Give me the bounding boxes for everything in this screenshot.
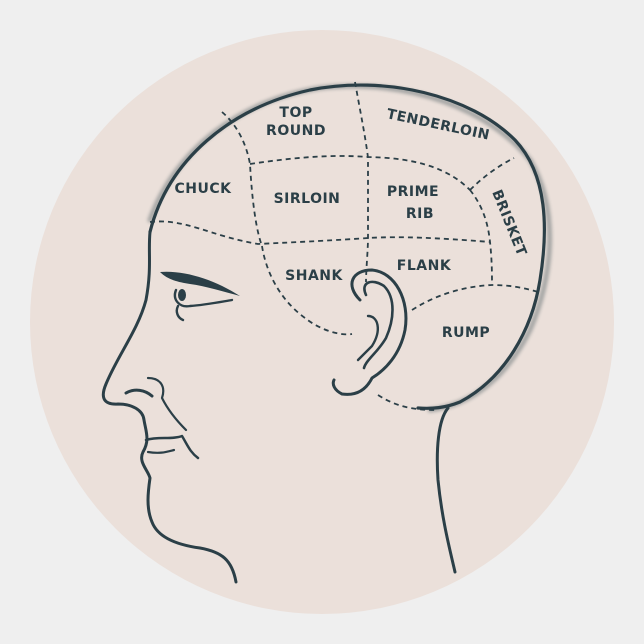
face-profile — [101, 230, 238, 584]
neck — [435, 406, 457, 574]
label-prime-rib-1: PRIME — [387, 184, 439, 200]
label-shank: SHANK — [285, 268, 343, 284]
label-flank: FLANK — [397, 258, 452, 274]
label-prime-rib-2: RIB — [406, 206, 434, 222]
label-top-round-1: TOP — [279, 105, 312, 121]
label-chuck: CHUCK — [175, 181, 233, 197]
label-rump: RUMP — [442, 325, 490, 341]
label-sirloin: SIRLOIN — [274, 191, 341, 207]
sticker-circle — [30, 30, 614, 614]
label-top-round-2: ROUND — [266, 123, 326, 139]
skull-outline — [148, 83, 546, 410]
region-dividers — [149, 81, 539, 411]
ear — [331, 268, 408, 396]
